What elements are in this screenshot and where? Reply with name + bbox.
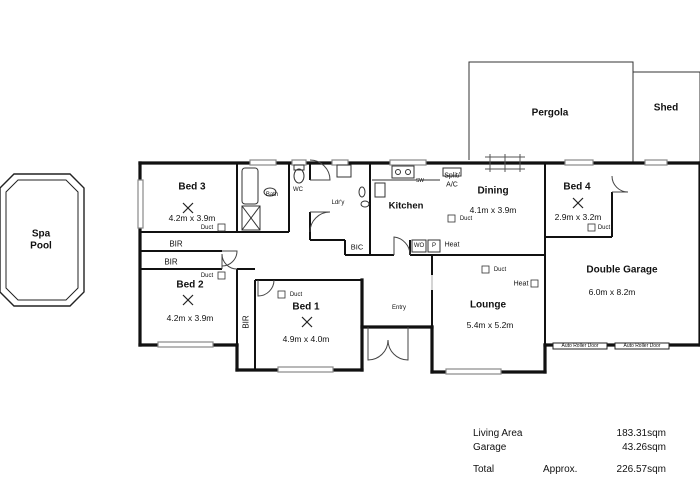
bed3-dims: 4.2m x 3.9m: [168, 213, 216, 223]
garage-area-value: 43.26sqm: [622, 442, 666, 453]
laundry-tub: [336, 164, 352, 178]
split-ac-label-2: A/C: [446, 181, 458, 189]
garage-area-label: Garage: [473, 442, 507, 453]
total-area-value: 226.57sqm: [616, 464, 666, 475]
duct-label-dining: Duct: [459, 216, 473, 222]
door-swings: [221, 159, 629, 361]
heat-label-lounge: Heat: [513, 280, 529, 288]
bir-label-1: BIR: [169, 239, 183, 249]
living-area-label: Living Area: [473, 428, 523, 439]
shed-label: Shed: [653, 102, 679, 114]
living-area-value: 183.31sqm: [616, 428, 666, 439]
bed4-dims: 2.9m x 3.2m: [554, 212, 602, 222]
bic-label: BIC: [350, 242, 364, 252]
lounge-dims: 5.4m x 5.2m: [466, 320, 514, 330]
bed2-dims: 4.2m x 3.9m: [166, 313, 214, 323]
garage-name: Double Garage: [586, 264, 658, 276]
wc-label: WC: [293, 187, 303, 193]
pantry-label: P: [431, 243, 437, 249]
bir-label-3: BIR: [241, 315, 251, 329]
duct-label-bed2: Duct: [200, 273, 214, 279]
duct-vent-icons: [217, 214, 596, 299]
entry-label: Entry: [391, 305, 407, 311]
garage-dims: 6.0m x 8.2m: [588, 287, 636, 297]
dining-sliding-door: [485, 154, 525, 172]
duct-label-bed3: Duct: [200, 225, 214, 231]
spa-pool-outline: [0, 173, 85, 307]
bath-label: Bath: [265, 192, 279, 198]
total-area-label: Total: [473, 464, 495, 475]
laundry-label: Ldr'y: [331, 200, 345, 206]
lounge-name: Lounge: [469, 299, 507, 311]
kitchen-fixtures: [372, 165, 462, 253]
bed2-name: Bed 2: [176, 279, 204, 291]
spa-pool-label-1: Spa: [31, 228, 51, 240]
windows: [137, 159, 668, 375]
pergola-label: Pergola: [531, 107, 569, 119]
heat-label-dining: Heat: [444, 241, 460, 249]
ceiling-fan-icons: [182, 197, 584, 328]
spa-pool-label-2: Pool: [30, 240, 52, 252]
duct-label-bed1: Duct: [289, 292, 303, 298]
sink-label: SW: [415, 178, 425, 184]
dining-name: Dining: [477, 185, 509, 197]
roller-door-left-label: Auto Roller Door: [561, 343, 599, 349]
kitchen-label: Kitchen: [388, 200, 424, 212]
bed4-name: Bed 4: [563, 181, 591, 193]
split-ac-label-1: Split/: [444, 172, 460, 180]
bed1-name: Bed 1: [292, 301, 320, 313]
dining-dims: 4.1m x 3.9m: [469, 205, 517, 215]
bed1-dims: 4.9m x 4.0m: [282, 334, 330, 344]
wall-oven-label: WO: [413, 243, 425, 249]
bath-fixtures: [241, 164, 370, 231]
approx-label: Approx.: [543, 464, 578, 475]
bed3-name: Bed 3: [178, 181, 206, 193]
bir-label-2: BIR: [164, 257, 178, 267]
duct-label-lounge: Duct: [493, 267, 507, 273]
roller-doors: [552, 342, 670, 350]
duct-label-bed4: Duct: [597, 225, 611, 231]
roller-door-right-label: Auto Roller Door: [623, 343, 661, 349]
internal-walls: [140, 163, 613, 370]
